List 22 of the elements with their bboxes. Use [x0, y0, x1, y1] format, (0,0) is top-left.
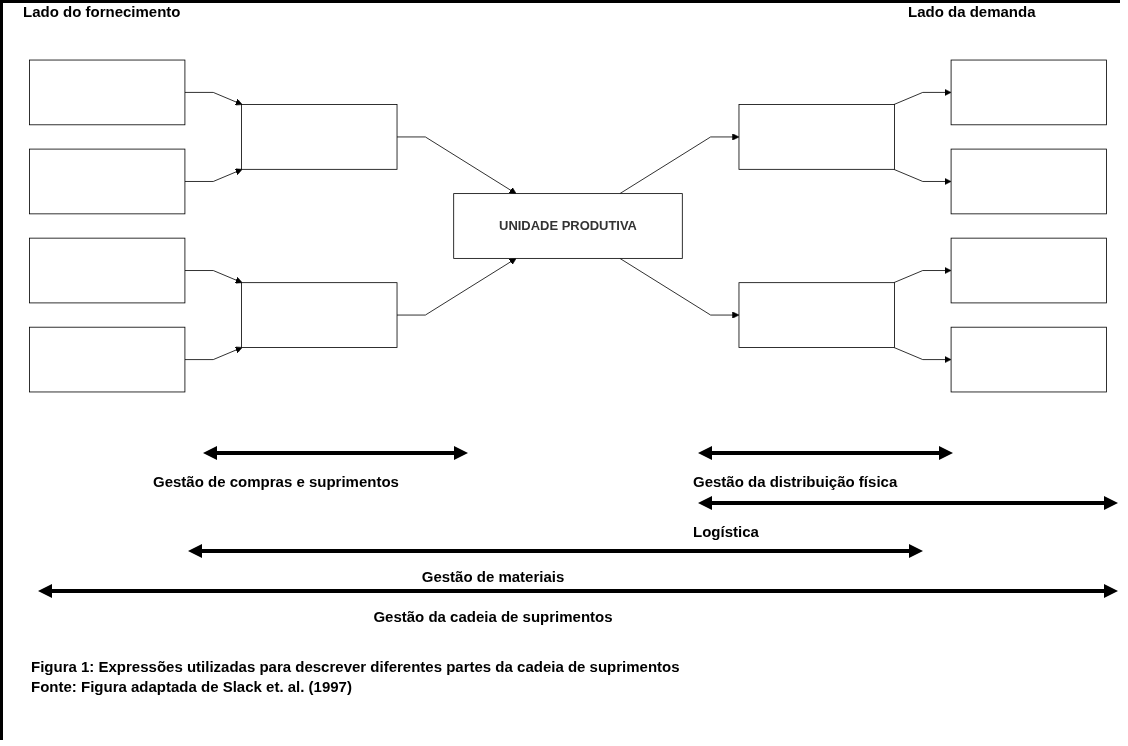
span-label: Gestão da distribuição física: [693, 473, 898, 490]
node-box: [738, 282, 895, 348]
node-box: [241, 282, 398, 348]
span-label: Gestão de materiais: [421, 568, 565, 585]
side-heading: Lado da demanda: [908, 3, 1036, 20]
node-box: [29, 148, 186, 215]
node-box: UNIDADE PRODUTIVA: [453, 193, 683, 259]
span-label: Gestão de compras e suprimentos: [153, 473, 399, 490]
node-box: [738, 104, 895, 170]
node-box: [950, 59, 1107, 126]
node-box: [29, 326, 186, 393]
node-box: [950, 148, 1107, 215]
figure-caption: Figura 1: Expressões utilizadas para descrever diferentes partes da cadeia de suprimentos: [31, 658, 680, 675]
side-heading: Lado do fornecimento: [23, 3, 181, 20]
span-label: Logística: [693, 523, 759, 540]
span-label: Gestão da cadeia de suprimentos: [373, 608, 613, 625]
node-box: [29, 59, 186, 126]
node-box: [950, 237, 1107, 304]
source-note: Fonte: Figura adaptada de Slack et. al. (1997): [31, 678, 352, 695]
node-box: [950, 326, 1107, 393]
node-box: [241, 104, 398, 170]
node-box: [29, 237, 186, 304]
